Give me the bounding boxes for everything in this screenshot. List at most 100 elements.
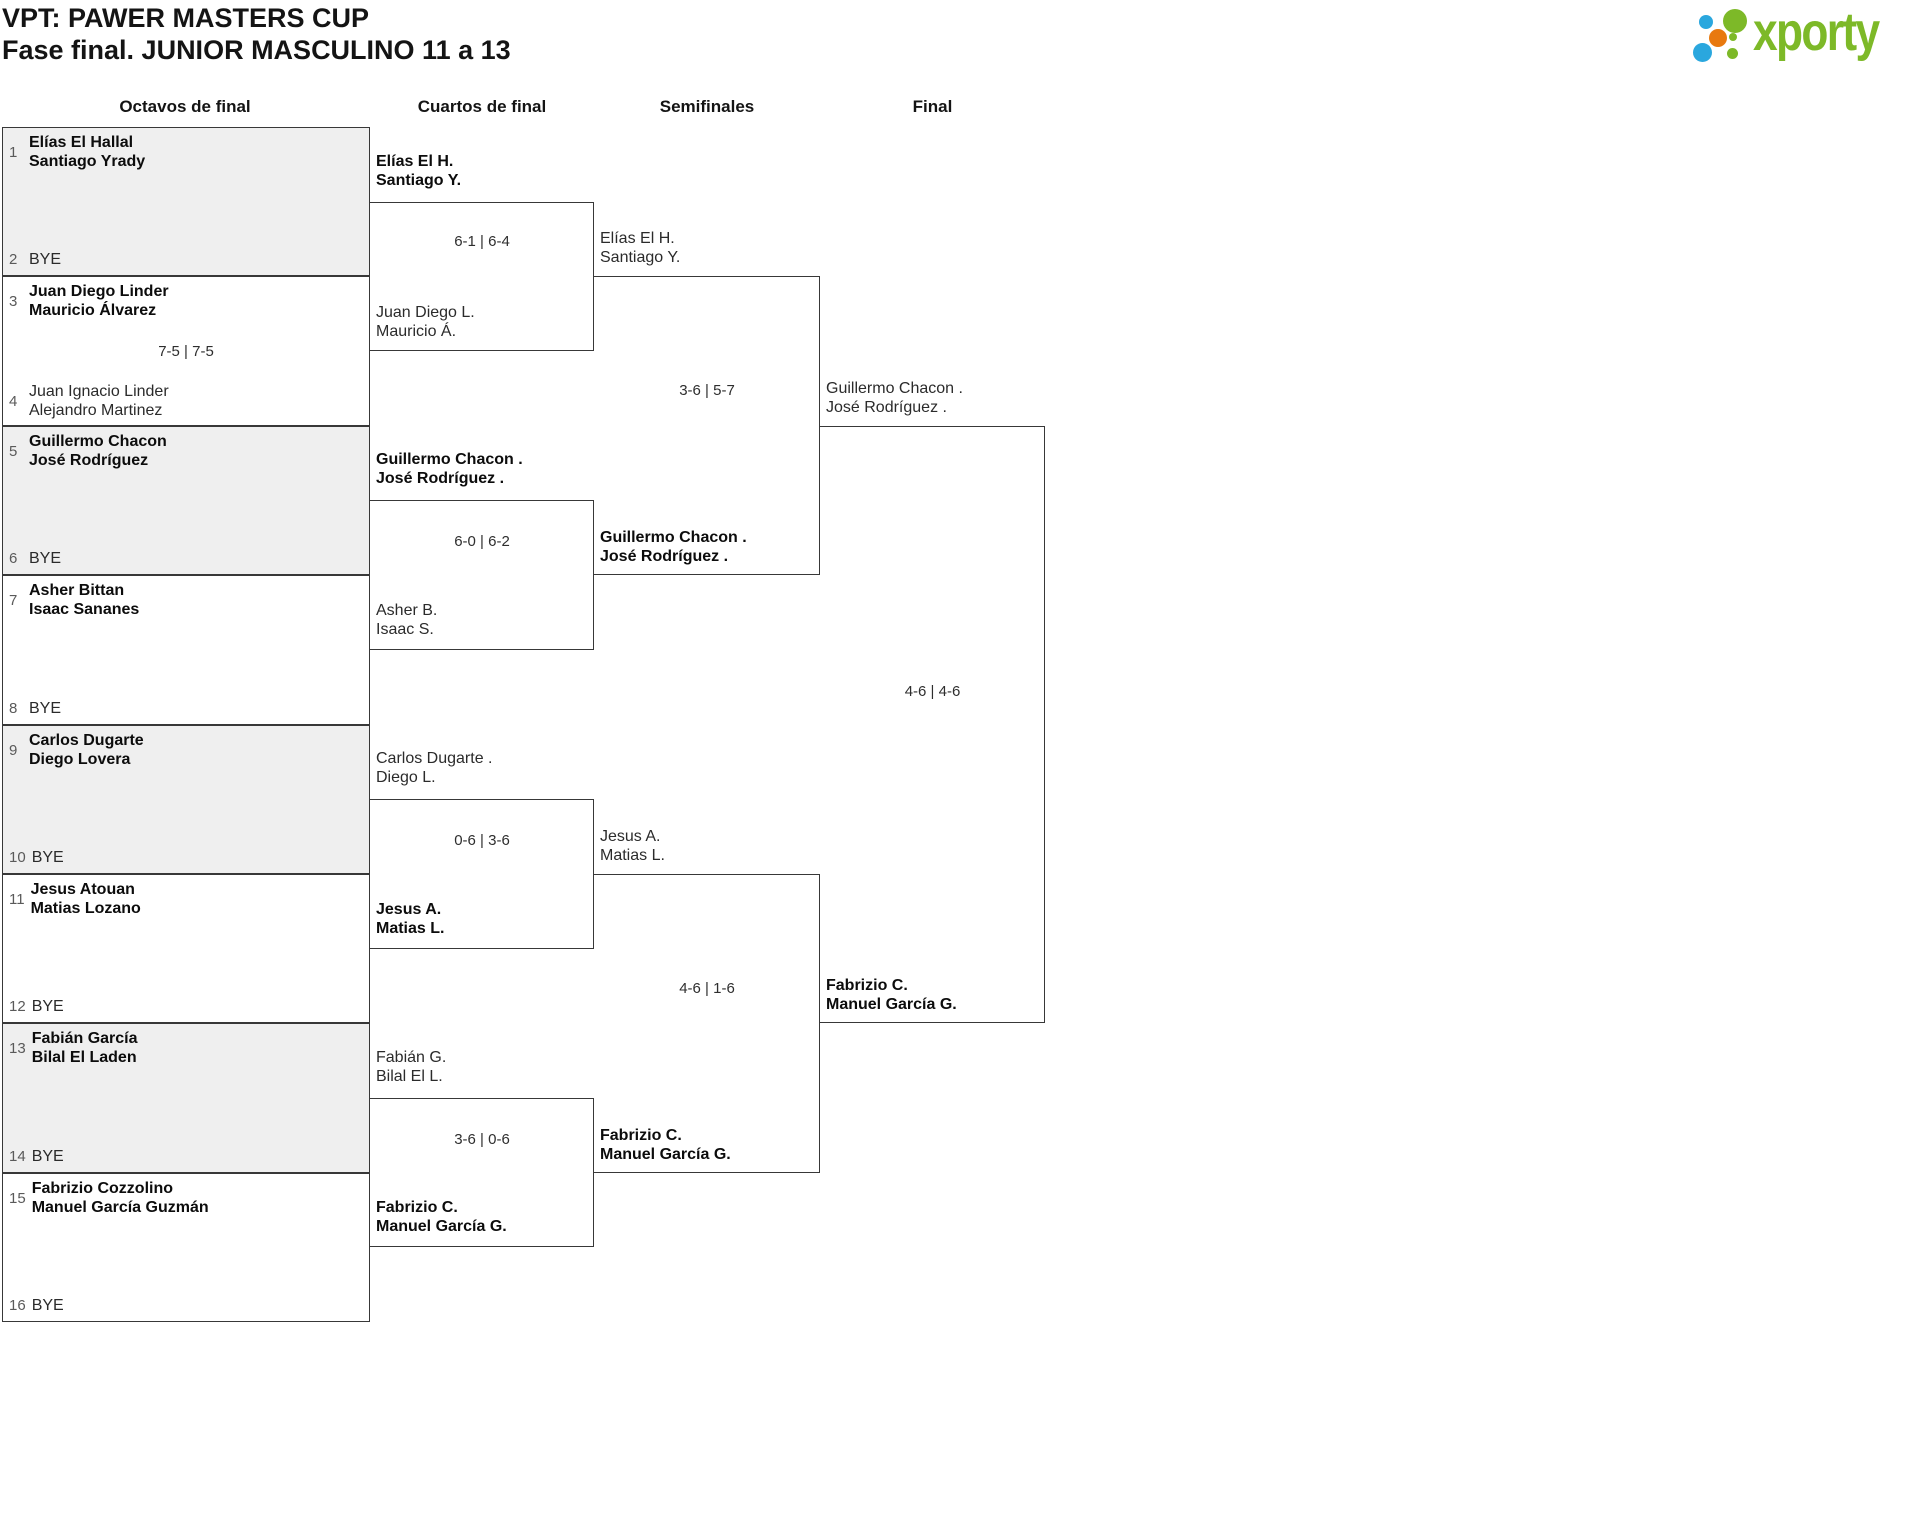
team-name: Carlos Dugarte . — [376, 750, 493, 767]
match-box-r16-5 — [2, 725, 370, 874]
entrant-qf1-bottom: Juan Diego L. Mauricio Á. — [376, 303, 475, 341]
team-name: Isaac S. — [376, 621, 434, 638]
match-score-qf-1: 6-1 | 6-4 — [454, 233, 510, 250]
match-box-qf-4 — [370, 1098, 594, 1247]
seed-number: 15 — [9, 1189, 26, 1207]
logo-dot-orange — [1709, 29, 1727, 47]
entrant-seed-2-bye: 2 BYE — [9, 250, 61, 269]
bye-label: BYE — [29, 550, 62, 567]
entrant-seed-16-bye: 16 BYE — [9, 1296, 64, 1315]
entrant-final-top: Guillermo Chacon . José Rodríguez . — [826, 379, 963, 417]
team-name: Fabrizio C. — [600, 1127, 682, 1144]
entrant-seed-14-bye: 14 BYE — [9, 1147, 64, 1166]
team-name: Asher B. — [376, 602, 438, 619]
logo-dot-blue-bottom — [1693, 43, 1712, 62]
team-name: Alejandro Martinez — [29, 402, 163, 419]
team-name: Fabrizio Cozzolino — [31, 1180, 174, 1197]
match-score-qf-4: 3-6 | 0-6 — [454, 1131, 510, 1148]
match-box-sf-1 — [594, 276, 820, 575]
entrant-qf4-top: Fabián G. Bilal El L. — [376, 1048, 446, 1086]
bye-label: BYE — [29, 700, 62, 717]
team-name: Diego Lovera — [29, 751, 131, 768]
bye-label: BYE — [31, 998, 64, 1015]
entrant-seed-10-bye: 10 BYE — [9, 848, 64, 867]
match-box-r16-6 — [2, 874, 370, 1023]
match-box-qf-3 — [370, 799, 594, 949]
seed-number: 7 — [9, 591, 18, 609]
team-name: Isaac Sananes — [29, 601, 140, 618]
team-name: Juan Diego Linder — [29, 283, 169, 300]
seed-number: 2 — [9, 251, 18, 268]
match-box-r16-3 — [2, 426, 370, 575]
entrant-qf3-bottom: Jesus A. Matias L. — [376, 900, 444, 938]
tournament-title: VPT: PAWER MASTERS CUP — [2, 3, 370, 33]
team-name: Diego L. — [376, 769, 436, 786]
round-header-cuartos: Cuartos de final — [417, 97, 547, 116]
team-name: Santiago Yrady — [29, 153, 146, 170]
team-name: Fabián García — [31, 1030, 138, 1047]
entrant-seed-4: 4 Juan Ignacio Linder Alejandro Martinez — [9, 382, 169, 420]
match-score-r16-2: 7-5 | 7-5 — [158, 343, 214, 360]
entrant-sf1-top: Elías El H. Santiago Y. — [600, 229, 680, 267]
team-name: Asher Bittan — [29, 582, 125, 599]
team-name: Santiago Y. — [376, 172, 462, 189]
entrant-seed-5: 5 Guillermo Chacon José Rodríguez — [9, 432, 167, 470]
seed-number: 8 — [9, 700, 18, 717]
match-box-r16-4 — [2, 575, 370, 725]
team-name: Guillermo Chacon . — [376, 451, 523, 468]
team-name: Carlos Dugarte — [29, 732, 144, 749]
bye-label: BYE — [29, 251, 62, 268]
logo-dot-green-small — [1727, 48, 1738, 59]
seed-number: 14 — [9, 1148, 26, 1165]
team-name: Santiago Y. — [600, 249, 681, 266]
seed-number: 6 — [9, 550, 18, 567]
team-name: José Rodríguez . — [600, 548, 729, 565]
entrant-qf1-top: Elías El H. Santiago Y. — [376, 152, 461, 190]
xporty-logo[interactable]: xporty — [1690, 0, 1918, 82]
match-box-r16-8 — [2, 1173, 370, 1322]
match-box-r16-7 — [2, 1023, 370, 1173]
entrant-qf4-bottom: Fabrizio C. Manuel García G. — [376, 1198, 507, 1236]
seed-number: 9 — [9, 741, 18, 759]
team-name: Guillermo Chacon . — [826, 380, 963, 397]
team-name: Jesus A. — [600, 828, 661, 845]
category-subtitle: Fase final. JUNIOR MASCULINO 11 a 13 — [2, 35, 511, 65]
team-name: Fabrizio C. — [376, 1199, 458, 1216]
team-name: Elías El Hallal — [29, 134, 134, 151]
seed-number: 11 — [9, 890, 25, 908]
team-name: Elías El H. — [600, 230, 675, 247]
match-score-sf-1: 3-6 | 5-7 — [679, 382, 735, 399]
entrant-qf3-top: Carlos Dugarte . Diego L. — [376, 749, 493, 787]
round-header-octavos: Octavos de final — [119, 97, 251, 116]
entrant-sf2-top: Jesus A. Matias L. — [600, 827, 665, 865]
seed-number: 10 — [9, 849, 26, 866]
team-name: José Rodríguez — [29, 452, 149, 469]
entrant-seed-15: 15 Fabrizio Cozzolino Manuel García Guzm… — [9, 1179, 209, 1217]
team-name: Manuel García G. — [600, 1146, 731, 1163]
round-header-final: Final — [912, 97, 953, 116]
team-name: Matias L. — [376, 920, 445, 937]
entrant-seed-8-bye: 8 BYE — [9, 699, 61, 718]
match-box-qf-2 — [370, 500, 594, 650]
team-name: Elías El H. — [376, 153, 454, 170]
bye-label: BYE — [31, 1148, 64, 1165]
match-box-qf-1 — [370, 202, 594, 351]
entrant-seed-11: 11 Jesus Atouan Matias Lozano — [9, 880, 141, 918]
seed-number: 12 — [9, 998, 26, 1015]
team-name: Fabrizio C. — [826, 977, 908, 994]
match-score-final: 4-6 | 4-6 — [904, 683, 961, 700]
entrant-qf2-bottom: Asher B. Isaac S. — [376, 601, 437, 639]
team-name: Jesus A. — [376, 901, 442, 918]
team-name: José Rodríguez . — [376, 470, 505, 487]
logo-dot-green-big — [1723, 9, 1747, 33]
team-name: Manuel García G. — [376, 1218, 507, 1235]
entrant-seed-3: 3 Juan Diego Linder Mauricio Álvarez — [9, 282, 169, 320]
team-name: Juan Ignacio Linder — [29, 383, 169, 400]
entrant-sf2-bottom: Fabrizio C. Manuel García G. — [600, 1126, 731, 1164]
entrant-final-bottom: Fabrizio C. Manuel García G. — [826, 976, 957, 1014]
seed-number: 4 — [9, 392, 18, 410]
team-name: Matias L. — [600, 847, 665, 864]
team-name: Matias Lozano — [30, 900, 141, 917]
team-name: Fabián G. — [376, 1049, 447, 1066]
